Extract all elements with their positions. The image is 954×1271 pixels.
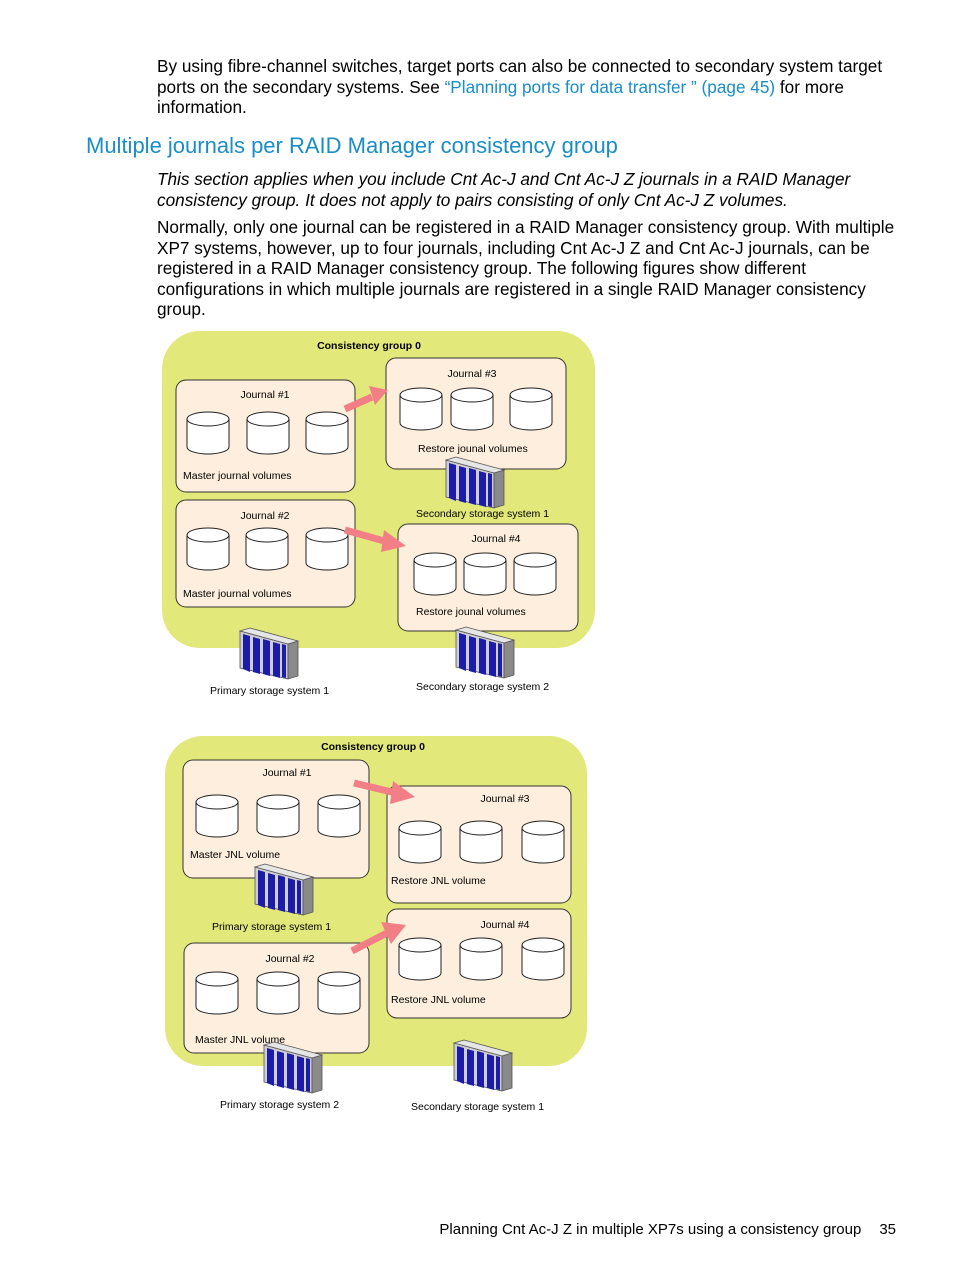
volume-icon [195, 971, 239, 1015]
journal-2-caption: Master journal volumes [183, 588, 292, 600]
section-note: This section applies when you include Cn… [157, 169, 851, 210]
primary-system-2-label: Primary storage system 2 [220, 1099, 339, 1111]
arrow-icon [353, 779, 415, 804]
volume-icon [513, 552, 557, 596]
volume-icon [246, 411, 290, 455]
volume-icon [317, 971, 361, 1015]
volume-icon [413, 552, 457, 596]
primary-system-1-label: Primary storage system 1 [212, 921, 331, 933]
volume-icon [521, 937, 565, 981]
arrow-icon [343, 386, 388, 413]
section-body: Normally, only one journal can be regist… [157, 217, 895, 320]
arrow-icon [350, 922, 406, 955]
journal-1-caption: Master JNL volume [190, 849, 280, 861]
planning-ports-link[interactable]: “Planning ports for data transfer ” (pag… [444, 76, 776, 97]
volume-icon [305, 527, 349, 571]
secondary-system-2-label: Secondary storage system 2 [416, 681, 549, 693]
intro-paragraph: By using fibre-channel switches, target … [157, 56, 902, 118]
journal-3-label: Journal #3 [447, 368, 496, 380]
page-number: 35 [879, 1221, 896, 1238]
journal-1-caption: Master journal volumes [183, 470, 292, 482]
intro-text: By using fibre-channel switches, target … [157, 56, 883, 97]
footer-title: Planning Cnt Ac-J Z in multiple XP7s usi… [439, 1221, 862, 1238]
volume-icon [521, 820, 565, 864]
journal-3-caption: Restore jounal volumes [418, 443, 528, 455]
journal-2-label: Journal #2 [240, 510, 289, 522]
volume-icon [256, 794, 300, 838]
arrow-icon [344, 526, 406, 552]
journal-1-label: Journal #1 [262, 767, 311, 779]
journal-4-caption: Restore jounal volumes [416, 606, 526, 618]
volume-icon [317, 794, 361, 838]
figure1: Consistency group 0 Journal #1 Master jo… [162, 331, 595, 697]
journal-4-caption: Restore JNL volume [391, 994, 486, 1006]
section-heading: Multiple journals per RAID Manager consi… [86, 133, 618, 158]
volume-icon [186, 411, 230, 455]
volume-icon [459, 937, 503, 981]
page-footer: Planning Cnt Ac-J Z in multiple XP7s usi… [439, 1221, 896, 1238]
volume-icon [256, 971, 300, 1015]
volume-icon [463, 552, 507, 596]
journal-1-label: Journal #1 [240, 389, 289, 401]
volume-icon [305, 411, 349, 455]
journal-4-label: Journal #4 [480, 919, 529, 931]
figure2: Consistency group 0 Journal #1 Master JN… [165, 736, 587, 1113]
secondary-system-1-label: Secondary storage system 1 [416, 508, 549, 520]
volume-icon [450, 387, 494, 431]
journal-3-label: Journal #3 [480, 793, 529, 805]
journal-3-caption: Restore JNL volume [391, 875, 486, 887]
journal-2-caption: Master JNL volume [195, 1034, 285, 1046]
volume-icon [459, 820, 503, 864]
volume-icon [195, 794, 239, 838]
volume-icon [509, 387, 553, 431]
volume-icon [186, 527, 230, 571]
primary-system-1-label: Primary storage system 1 [210, 685, 329, 697]
volume-icon [245, 527, 289, 571]
volume-icon [398, 820, 442, 864]
consistency-group-label: Consistency group 0 [317, 340, 421, 352]
volume-icon [399, 387, 443, 431]
journal-4-label: Journal #4 [471, 533, 520, 545]
intro-text-after: for more information. [157, 76, 844, 118]
journal-2-label: Journal #2 [265, 953, 314, 965]
volume-icon [398, 937, 442, 981]
secondary-system-1-label: Secondary storage system 1 [411, 1101, 544, 1113]
consistency-group-label: Consistency group 0 [321, 741, 425, 753]
